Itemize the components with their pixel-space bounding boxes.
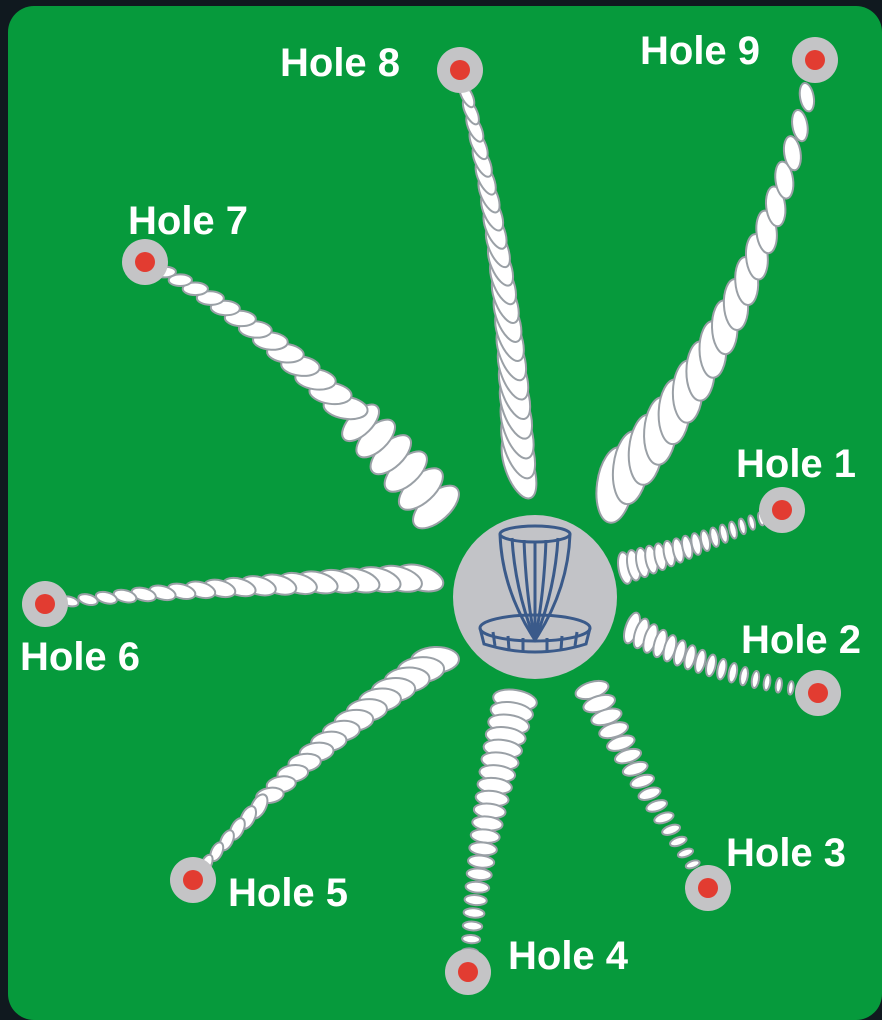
basket bbox=[453, 515, 617, 679]
hole-2-label: Hole 2 bbox=[741, 618, 861, 662]
hole-5-marker bbox=[170, 857, 216, 903]
footstep bbox=[463, 908, 484, 919]
hole-dot bbox=[35, 594, 55, 614]
footstep bbox=[463, 921, 483, 931]
footstep bbox=[787, 681, 794, 695]
footstep bbox=[462, 934, 480, 943]
hole-4-label: Hole 4 bbox=[508, 934, 629, 978]
hole-dot bbox=[135, 252, 155, 272]
hole-9-label: Hole 9 bbox=[640, 29, 760, 73]
hole-dot bbox=[805, 50, 825, 70]
hole-4-marker bbox=[445, 949, 491, 995]
hole-dot bbox=[183, 870, 203, 890]
hole-7-label: Hole 7 bbox=[128, 199, 248, 243]
hole-dot bbox=[458, 962, 478, 982]
hole-dot bbox=[808, 683, 828, 703]
hole-dot bbox=[772, 500, 792, 520]
hole-3-marker bbox=[685, 865, 731, 911]
hole-6-marker bbox=[22, 581, 68, 627]
hole-6-label: Hole 6 bbox=[20, 635, 140, 679]
hole-7-marker bbox=[122, 239, 168, 285]
hole-3-label: Hole 3 bbox=[726, 831, 846, 875]
hole-8-label: Hole 8 bbox=[280, 41, 400, 85]
hole-5-label: Hole 5 bbox=[228, 871, 348, 915]
hole-1-marker bbox=[759, 487, 805, 533]
footstep bbox=[464, 894, 487, 906]
hole-1-label: Hole 1 bbox=[736, 442, 856, 486]
hole-dot bbox=[698, 878, 718, 898]
hole-8-marker bbox=[437, 47, 483, 93]
hole-dot bbox=[450, 60, 470, 80]
hole-9-marker bbox=[792, 37, 838, 83]
hole-2-marker bbox=[795, 670, 841, 716]
